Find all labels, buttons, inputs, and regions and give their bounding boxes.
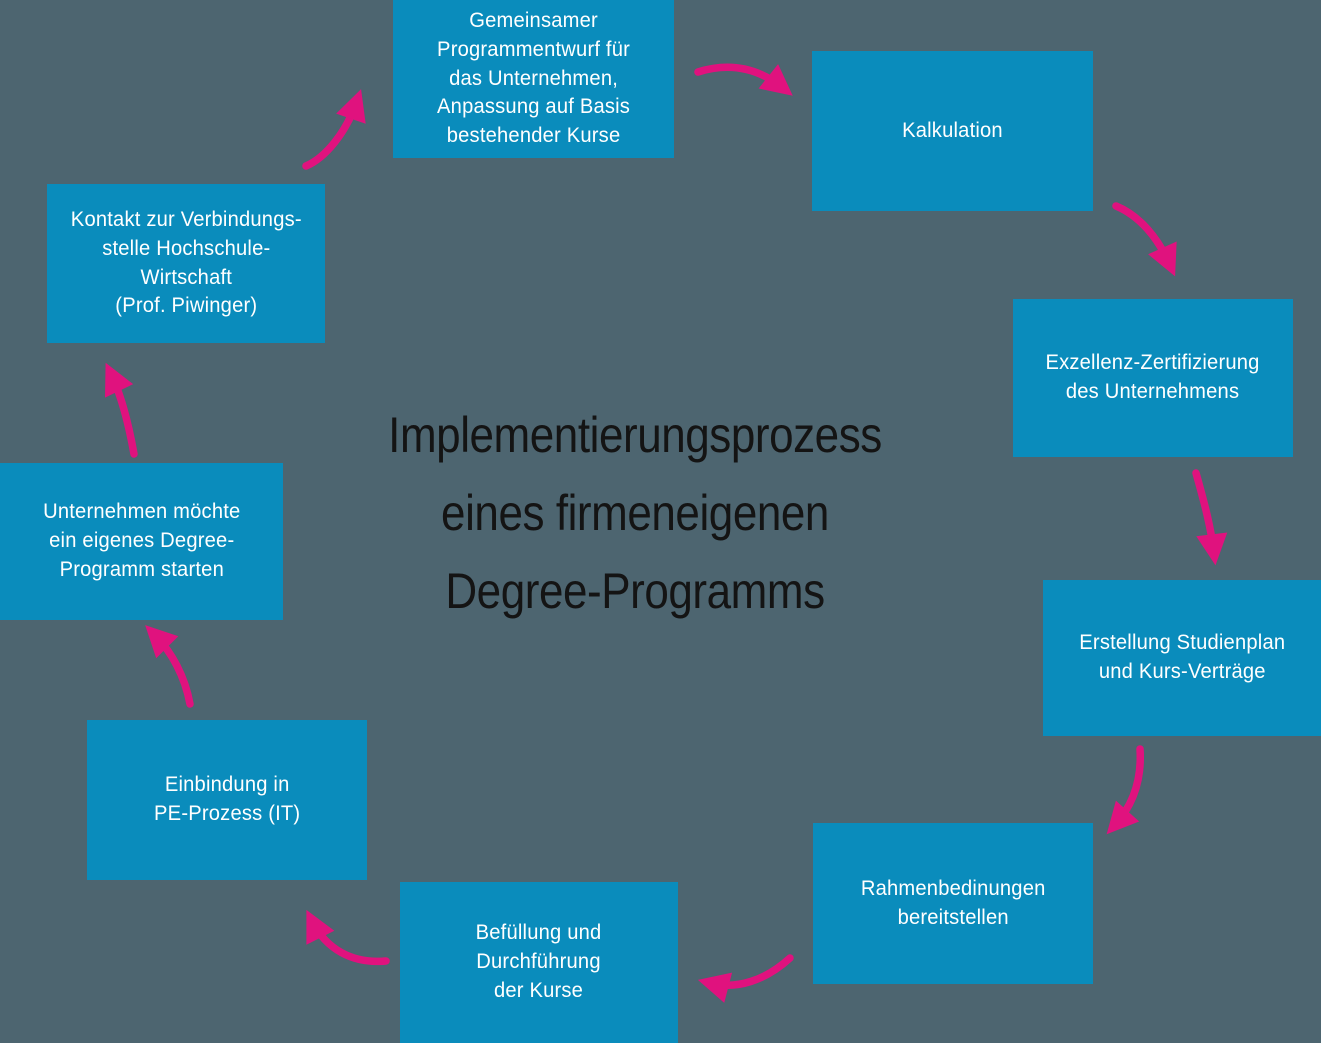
arrow-exzellenz-to-studienplan	[1192, 469, 1228, 566]
step-label: Kalkulation	[902, 118, 1003, 142]
arrow-befuellung-to-einbindung	[306, 909, 390, 966]
arrow-programmentwurf-to-kalkulation	[694, 63, 793, 96]
arrow-unternehmen-to-kontakt	[104, 362, 138, 458]
step-box-kontakt-verbindungsstelle: Kontakt zur Verbindungs- stelle Hochschu…	[47, 184, 325, 343]
arrow-rahmenbedingungen-to-befuellung	[697, 954, 794, 1003]
step-label: Exzellenz-Zertifizierung des Unternehmen…	[1045, 351, 1261, 403]
step-box-kalkulation: Kalkulation	[812, 51, 1093, 211]
step-label: Kontakt zur Verbindungs- stelle Hochschu…	[70, 207, 302, 318]
step-label: Befüllung und Durchführung der Kurse	[476, 921, 602, 1002]
step-label: Einbindung in PE-Prozess (IT)	[153, 773, 301, 825]
step-box-exzellenz-zertifizierung: Exzellenz-Zertifizierung des Unternehmen…	[1013, 299, 1293, 457]
step-label: Rahmenbedinungen bereitstellen	[860, 876, 1046, 929]
step-box-studienplan-vertraege: Erstellung Studienplan und Kurs-Verträge	[1043, 580, 1321, 736]
arrow-kontakt-to-programmentwurf	[302, 89, 366, 170]
step-box-befuellung-durchfuehrung: Befüllung und Durchführung der Kurse	[400, 882, 678, 1043]
step-box-programmentwurf: Gemeinsamer Programmentwurf für das Unte…	[393, 0, 674, 158]
arrow-kalkulation-to-exzellenz	[1112, 202, 1177, 277]
step-label: Gemeinsamer Programmentwurf für das Unte…	[436, 8, 631, 148]
arrow-einbindung-to-unternehmen	[145, 625, 194, 708]
step-box-unternehmen-start: Unternehmen möchte ein eigenes Degree- P…	[0, 463, 283, 620]
step-label: Erstellung Studienplan und Kurs-Verträge	[1079, 631, 1285, 683]
arrow-studienplan-to-rahmenbedingungen	[1106, 745, 1145, 835]
diagram-title: Implementierungsprozess eines firmeneige…	[388, 407, 882, 619]
step-box-rahmenbedingungen: Rahmenbedinungen bereitstellen	[813, 823, 1093, 984]
step-label: Unternehmen möchte ein eigenes Degree- P…	[42, 500, 241, 581]
step-box-einbindung-pe-prozess: Einbindung in PE-Prozess (IT)	[87, 720, 367, 880]
